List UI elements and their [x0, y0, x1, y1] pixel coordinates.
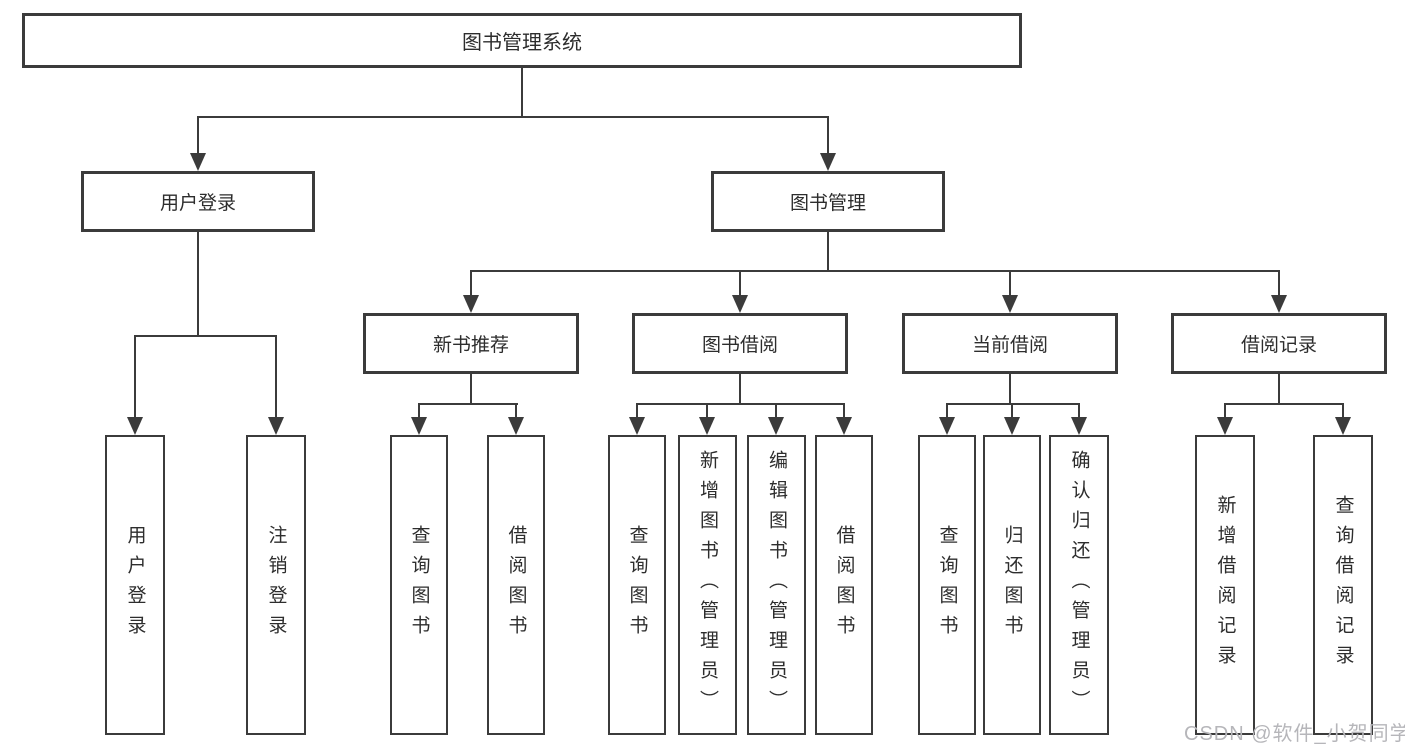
connector-user-login-drop	[134, 335, 136, 418]
arrow-down-icon	[1335, 417, 1351, 435]
arrow-down-icon	[411, 417, 427, 435]
node-label: 注销登录	[265, 525, 287, 645]
connector-root-stem	[521, 68, 523, 117]
connector-user-login-branch	[134, 335, 277, 337]
node-label: 借阅图书	[833, 525, 855, 645]
node-borrowing-records: 借阅记录	[1171, 313, 1387, 374]
node-label: 图书管理系统	[462, 32, 582, 54]
arrow-down-icon	[268, 417, 284, 435]
connector-records-drop	[1224, 403, 1226, 418]
connector-borrowing-branch	[636, 403, 845, 405]
node-label: 新增借阅记录	[1214, 495, 1236, 675]
arrow-down-icon	[190, 153, 206, 171]
node-user-login: 用户登录	[81, 171, 315, 232]
connector-current-drop	[1078, 403, 1080, 418]
connector-book-mgmt-drop	[1009, 270, 1011, 296]
connector-root-branch	[197, 116, 829, 118]
node-label: 归还图书	[1001, 525, 1023, 645]
connector-current-branch	[946, 403, 1080, 405]
arrow-down-icon	[768, 417, 784, 435]
leaf-confirm-return-admin: 确认归还（管理员）	[1049, 435, 1109, 735]
node-label: 确认归还（管理员）	[1068, 450, 1090, 720]
connector-book-mgmt-drop	[1278, 270, 1280, 296]
connector-root-drop-right	[827, 116, 829, 154]
node-label: 查询图书	[936, 525, 958, 645]
arrow-down-icon	[127, 417, 143, 435]
arrow-down-icon	[629, 417, 645, 435]
node-book-management: 图书管理	[711, 171, 945, 232]
connector-current-stem	[1009, 374, 1011, 404]
connector-book-mgmt-branch	[470, 270, 1280, 272]
node-label: 新书推荐	[432, 335, 509, 356]
leaf-logout: 注销登录	[246, 435, 306, 735]
leaf-query-borrow-record: 查询借阅记录	[1313, 435, 1373, 735]
arrow-down-icon	[1271, 295, 1287, 313]
arrow-down-icon	[463, 295, 479, 313]
connector-book-mgmt-drop	[739, 270, 741, 296]
node-root: 图书管理系统	[22, 13, 1022, 68]
node-label: 图书管理	[789, 193, 866, 214]
connector-user-login-stem	[197, 232, 199, 336]
arrow-down-icon	[1002, 295, 1018, 313]
arrow-down-icon	[1071, 417, 1087, 435]
connector-root-drop-left	[197, 116, 199, 154]
leaf-query-books-current: 查询图书	[918, 435, 976, 735]
leaf-add-books-admin: 新增图书（管理员）	[678, 435, 737, 735]
node-label: 图书借阅	[701, 335, 778, 356]
connector-book-mgmt-stem	[827, 232, 829, 271]
csdn-watermark: CSDN @软件_小贺同学	[1184, 723, 1405, 745]
arrow-down-icon	[699, 417, 715, 435]
arrow-down-icon	[820, 153, 836, 171]
connector-user-login-drop	[275, 335, 277, 418]
connector-book-mgmt-drop	[470, 270, 472, 296]
connector-records-stem	[1278, 374, 1280, 404]
node-label: 查询借阅记录	[1332, 495, 1354, 675]
connector-records-drop	[1342, 403, 1344, 418]
connector-borrowing-stem	[739, 374, 741, 404]
arrow-down-icon	[508, 417, 524, 435]
node-current-borrowing: 当前借阅	[902, 313, 1118, 374]
node-label: 用户登录	[159, 193, 236, 214]
node-new-book-recommend: 新书推荐	[363, 313, 579, 374]
leaf-return-books: 归还图书	[983, 435, 1041, 735]
connector-new-rec-drop	[418, 403, 420, 418]
node-book-borrowing: 图书借阅	[632, 313, 848, 374]
leaf-query-books-recommend: 查询图书	[390, 435, 448, 735]
leaf-borrow-books-borrowing: 借阅图书	[815, 435, 873, 735]
arrow-down-icon	[836, 417, 852, 435]
connector-new-rec-branch	[418, 403, 518, 405]
node-label: 查询图书	[626, 525, 648, 645]
node-label: 借阅图书	[505, 525, 527, 645]
connector-borrowing-drop	[775, 403, 777, 418]
leaf-edit-books-admin: 编辑图书（管理员）	[747, 435, 806, 735]
node-label: 当前借阅	[971, 335, 1048, 356]
connector-new-rec-drop	[515, 403, 517, 418]
arrow-down-icon	[939, 417, 955, 435]
node-label: 新增图书（管理员）	[697, 450, 718, 720]
leaf-add-borrow-record: 新增借阅记录	[1195, 435, 1255, 735]
connector-borrowing-drop	[636, 403, 638, 418]
arrow-down-icon	[732, 295, 748, 313]
node-label: 查询图书	[408, 525, 430, 645]
arrow-down-icon	[1004, 417, 1020, 435]
arrow-down-icon	[1217, 417, 1233, 435]
node-label: 借阅记录	[1240, 335, 1317, 356]
connector-current-drop	[946, 403, 948, 418]
node-label: 用户登录	[124, 525, 146, 645]
connector-current-drop	[1011, 403, 1013, 418]
connector-records-branch	[1224, 403, 1344, 405]
leaf-user-login: 用户登录	[105, 435, 165, 735]
connector-borrowing-drop	[706, 403, 708, 418]
connector-borrowing-drop	[843, 403, 845, 418]
leaf-query-books-borrowing: 查询图书	[608, 435, 666, 735]
node-label: 编辑图书（管理员）	[766, 450, 787, 720]
connector-new-rec-stem	[470, 374, 472, 404]
leaf-borrow-books-recommend: 借阅图书	[487, 435, 545, 735]
